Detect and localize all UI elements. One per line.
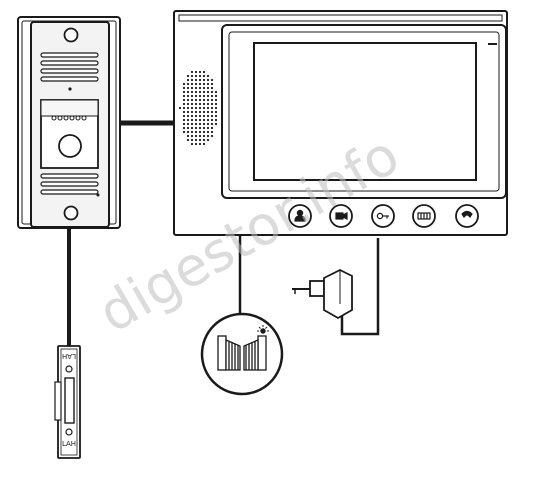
camera-icon xyxy=(335,212,348,220)
key-icon xyxy=(376,212,389,220)
gate-icon xyxy=(417,212,431,220)
monitor-button-row xyxy=(288,204,479,228)
gate-signal-lamp-icon xyxy=(257,325,269,334)
person-icon xyxy=(294,209,306,222)
screen xyxy=(253,42,477,181)
cables xyxy=(67,120,380,348)
gate-icon xyxy=(217,335,267,371)
power-adapter xyxy=(292,268,353,320)
monitor-button-gate[interactable] xyxy=(412,204,436,228)
lock-bottom-screw-icon xyxy=(65,428,73,436)
indoor-monitor xyxy=(173,10,508,236)
monitor-button-camera[interactable] xyxy=(329,204,353,228)
speaker-grille-top xyxy=(40,52,99,82)
monitor-button-person[interactable] xyxy=(288,204,312,228)
ir-led-row xyxy=(51,115,87,121)
gate-drive xyxy=(200,312,284,396)
speaker-grille-bottom xyxy=(40,173,99,195)
microphone-dot-icon xyxy=(68,87,72,91)
lock-bottom-label: LAH xyxy=(62,440,76,448)
bottom-screw-icon xyxy=(63,205,79,221)
monitor-button-key[interactable] xyxy=(371,204,395,228)
phone-icon xyxy=(461,210,473,218)
monitor-speaker-grille xyxy=(178,70,218,146)
outdoor-call-panel xyxy=(17,16,121,229)
lock-top-screw-icon xyxy=(65,365,73,373)
top-screw-icon xyxy=(63,27,79,43)
monitor-button-phone[interactable] xyxy=(455,204,479,228)
lock-top-label: LAH xyxy=(62,352,76,360)
lock-latch xyxy=(64,377,75,424)
monitor-to-power-cable xyxy=(340,238,380,336)
electric-lock: LAH LAH xyxy=(54,345,81,459)
call-button[interactable] xyxy=(58,134,82,158)
